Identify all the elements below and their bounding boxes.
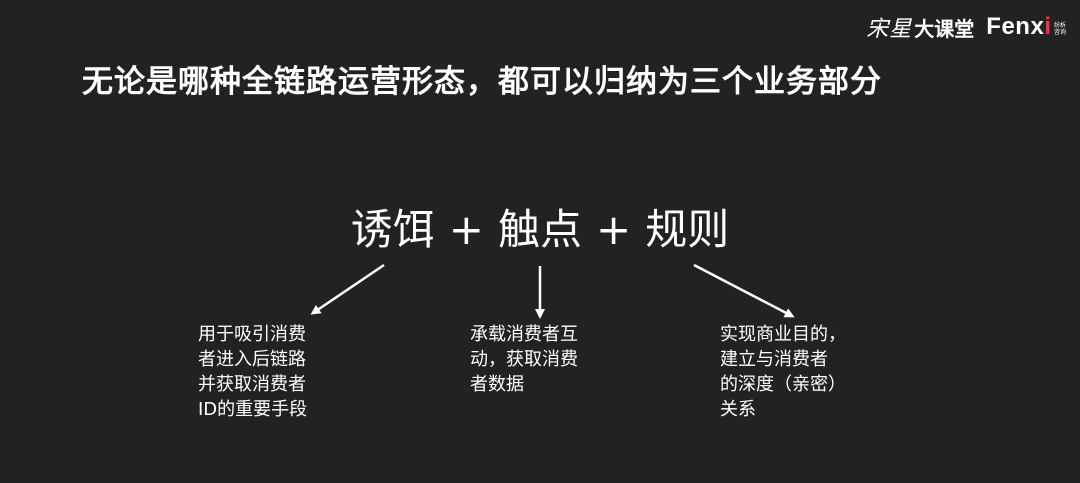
formula: 诱饵 + 触点 + 规则	[0, 196, 1080, 257]
formula-plus-1: +	[448, 205, 484, 254]
logo-bold-text: 大课堂	[914, 16, 975, 41]
logo-sub-line1: 纷析	[1053, 22, 1066, 29]
description-touchpoint: 承载消费者互 动，获取消费 者数据	[470, 324, 578, 395]
logo-script-text: 宋星	[866, 17, 913, 42]
logo-fenx-text: Fenx	[986, 13, 1045, 40]
logo-sub-line2: 咨询	[1053, 29, 1066, 36]
arrow-right	[693, 263, 795, 318]
arrow-left	[310, 263, 385, 315]
formula-term-bait: 诱饵	[350, 205, 435, 254]
description-bait: 用于吸引消费 者进入后链路 并获取消费者 ID的重要手段	[198, 324, 308, 420]
formula-term-touchpoint: 触点	[497, 205, 582, 254]
description-rules: 实现商业目的， 建立与消费者 的深度（亲密） 关系	[720, 324, 846, 420]
logo-subtitle: 纷析 咨询	[1054, 22, 1066, 36]
logo-i-letter: i	[1044, 13, 1051, 40]
formula-plus-2: +	[596, 205, 632, 254]
formula-term-rules: 规则	[645, 205, 730, 254]
slide-title: 无论是哪种全链路运营形态，都可以归纳为三个业务部分	[82, 64, 882, 100]
